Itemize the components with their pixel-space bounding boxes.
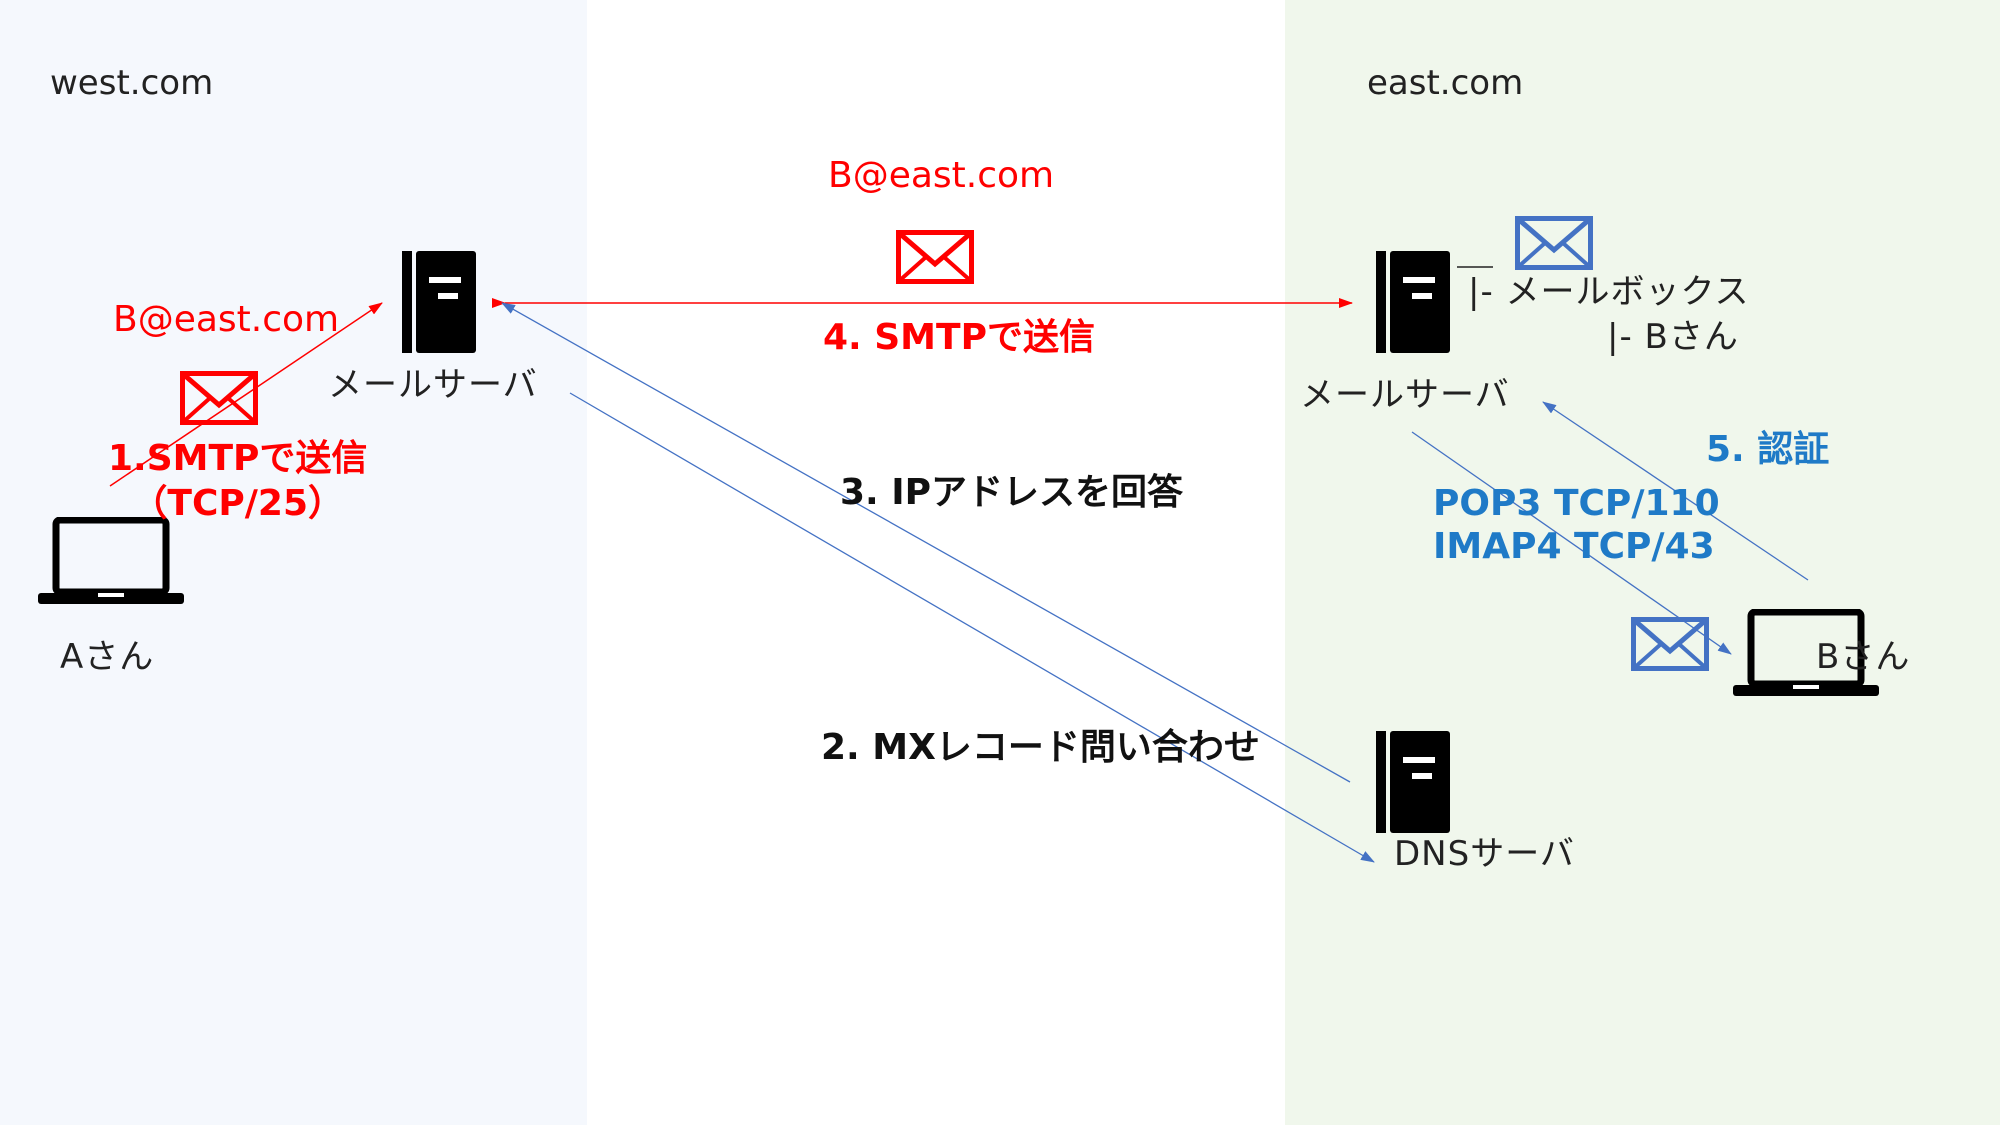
client-mail-envelope-icon bbox=[180, 371, 258, 425]
client-recipient-address: B@east.com bbox=[113, 299, 340, 340]
retrieve-protocols-label: POP3 TCP/110 IMAP4 TCP/43 bbox=[1433, 483, 1720, 568]
step3-label: 3. IPアドレスを回答 bbox=[840, 472, 1184, 513]
user-a-laptop-icon bbox=[38, 517, 184, 604]
retrieved-mail-envelope-icon bbox=[1631, 617, 1709, 671]
mailbox-user-b-label: |- Bさん bbox=[1607, 317, 1739, 357]
step4-label: 4. SMTPで送信 bbox=[823, 317, 1095, 358]
arrow-step2-mx-query bbox=[569, 392, 1375, 863]
user-b-label: Bさん bbox=[1816, 637, 1911, 677]
mailbox-label: |- メールボックス bbox=[1468, 272, 1750, 312]
relay-mail-envelope-icon bbox=[896, 230, 974, 284]
dns-server-label: DNSサーバ bbox=[1394, 834, 1575, 874]
step2-label: 2. MXレコード問い合わせ bbox=[821, 727, 1260, 768]
west-domain-label: west.com bbox=[50, 63, 214, 103]
west-mail-server-icon bbox=[402, 251, 476, 353]
arrow-step5-auth bbox=[1542, 401, 1809, 581]
east-domain-zone bbox=[1285, 0, 2000, 1125]
user-a-label: Aさん bbox=[60, 637, 155, 677]
dns-server-icon bbox=[1376, 731, 1450, 833]
relay-recipient-address: B@east.com bbox=[828, 155, 1055, 196]
east-mail-server-label: メールサーバ bbox=[1300, 375, 1510, 415]
step5-label: 5. 認証 bbox=[1706, 429, 1830, 470]
mailbox-envelope-icon bbox=[1515, 216, 1593, 270]
east-domain-label: east.com bbox=[1367, 63, 1524, 103]
step1-label: 1.SMTPで送信 （TCP/25） bbox=[108, 438, 368, 524]
arrow-step1-smtp bbox=[109, 302, 383, 487]
west-domain-zone bbox=[0, 0, 587, 1125]
arrow-step3-ip-answer bbox=[501, 302, 1351, 783]
east-mail-server-icon bbox=[1376, 251, 1450, 353]
west-mail-server-label: メールサーバ bbox=[328, 365, 538, 405]
user-b-laptop-icon bbox=[1733, 609, 1879, 696]
